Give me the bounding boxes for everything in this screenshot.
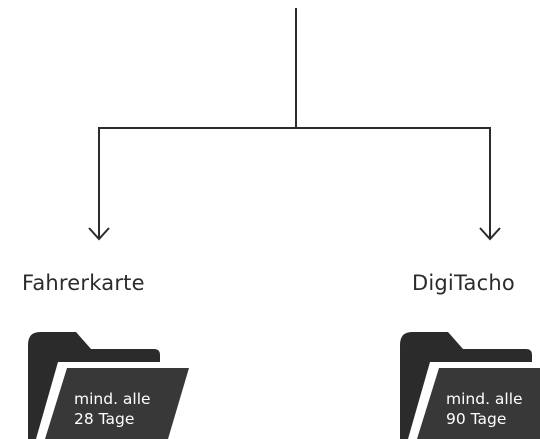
folder-caption-line: 90 Tage (446, 410, 507, 428)
node-label-fahrerkarte: Fahrerkarte (22, 271, 145, 295)
node-label-digitacho: DigiTacho (412, 271, 515, 295)
folder-caption-right: mind. alle 90 Tage (446, 389, 523, 429)
connector-lines (98, 8, 491, 238)
arrow-down-icon (88, 227, 110, 241)
folder-icon (400, 332, 540, 439)
folder-caption-line: 28 Tage (74, 410, 135, 428)
folder-caption-line: mind. alle (74, 390, 151, 408)
folder-caption-left: mind. alle 28 Tage (74, 389, 151, 429)
folder-caption-line: mind. alle (446, 390, 523, 408)
folder-icon (28, 332, 189, 439)
arrow-down-icon (479, 227, 501, 241)
